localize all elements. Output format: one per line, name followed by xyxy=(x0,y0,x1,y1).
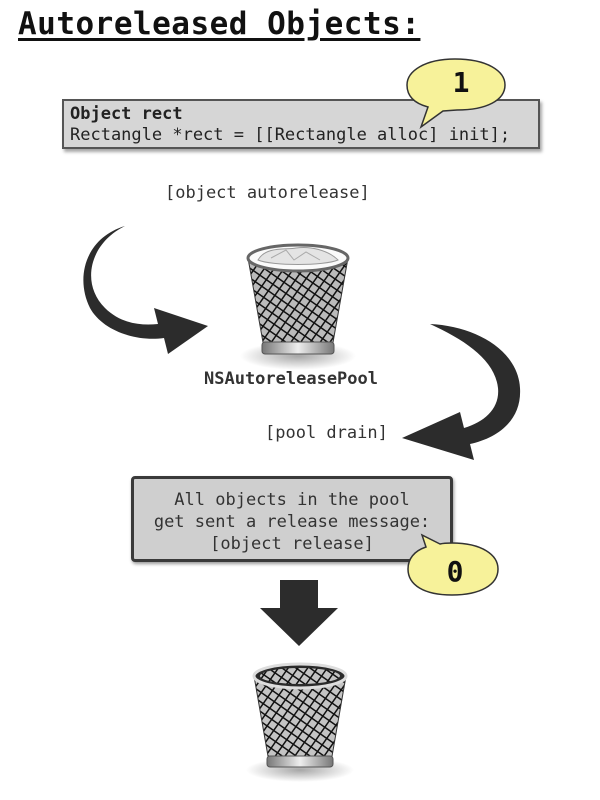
message-line-2: get sent a release message: xyxy=(153,512,431,532)
autorelease-label: [object autorelease] xyxy=(165,183,370,203)
curved-arrow-right xyxy=(402,324,521,460)
message-line-1: All objects in the pool xyxy=(174,490,410,510)
arrow-shape xyxy=(83,226,208,354)
arrow-shape xyxy=(260,580,338,646)
retain-count-bubble-1: 1 xyxy=(406,58,506,130)
bubble-shape xyxy=(406,58,506,130)
retain-count-0: 0 xyxy=(447,555,464,588)
down-arrow xyxy=(260,580,338,646)
trash-can-full-icon xyxy=(240,243,356,370)
pool-drain-label: [pool drain] xyxy=(265,423,388,443)
curved-arrow-left xyxy=(83,226,208,354)
pool-name-label: NSAutoreleasePool xyxy=(204,369,378,389)
release-message-box: All objects in the pool get sent a relea… xyxy=(131,476,453,562)
bubble-shape xyxy=(407,533,499,596)
retain-count-bubble-0: 0 xyxy=(407,533,499,596)
arrow-shape xyxy=(402,324,521,460)
message-line-3: [object release] xyxy=(210,534,374,554)
code-line-declaration: Object rect xyxy=(70,104,183,124)
trash-can-empty-icon xyxy=(246,662,354,782)
page-title: Autoreleased Objects: xyxy=(18,6,421,42)
code-line-alloc: Rectangle *rect = [[Rectangle alloc] ini… xyxy=(70,125,511,145)
retain-count-1: 1 xyxy=(453,66,470,99)
